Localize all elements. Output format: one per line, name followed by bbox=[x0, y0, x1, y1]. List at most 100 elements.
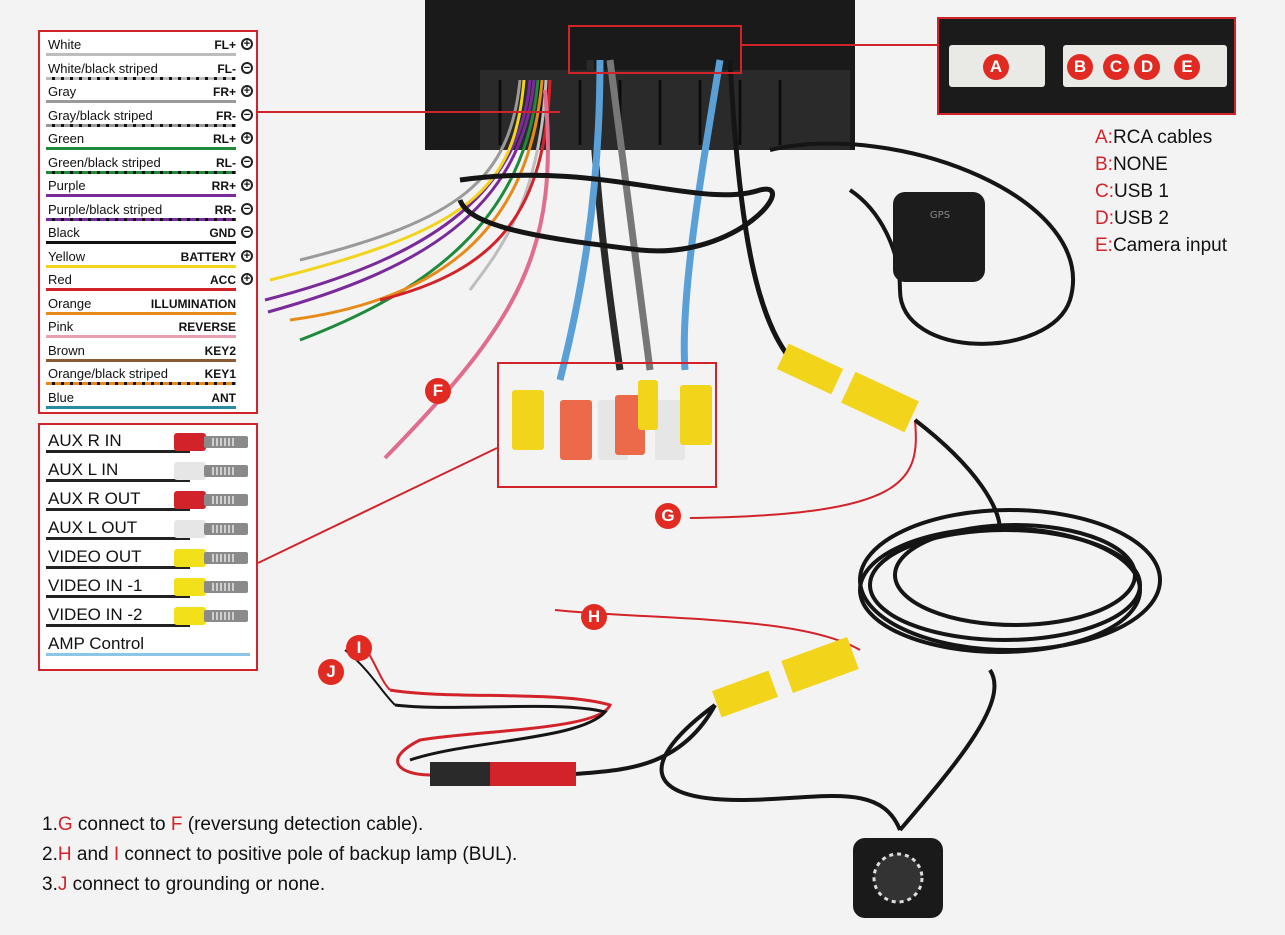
rca-plug-highlight bbox=[497, 362, 717, 488]
wire-color-name: Green bbox=[48, 131, 85, 146]
wire-function: REVERSE bbox=[178, 320, 236, 334]
wire-function: GND bbox=[209, 226, 236, 240]
rca-label: AUX L OUT bbox=[48, 518, 138, 537]
wire-row: Black GND− bbox=[46, 222, 253, 245]
wire-color-name: Black bbox=[48, 225, 80, 240]
note-key: H bbox=[57, 844, 72, 865]
rca-line bbox=[46, 624, 190, 627]
legend-key: C: bbox=[1095, 181, 1114, 202]
note-number: 2. bbox=[42, 844, 58, 865]
legend-item: D:USB 2 bbox=[1095, 208, 1169, 230]
gps-label: GPS bbox=[930, 210, 950, 221]
wire-color-line bbox=[46, 311, 236, 315]
note-key: G bbox=[57, 814, 73, 835]
rca-plug-body bbox=[174, 491, 206, 509]
rca-line bbox=[46, 653, 250, 656]
badge-h: H bbox=[581, 604, 607, 630]
legend-text: Camera input bbox=[1112, 235, 1228, 256]
rca-plug-body bbox=[174, 462, 206, 480]
note-text: connect to bbox=[72, 814, 171, 835]
badge-j: J bbox=[318, 659, 344, 685]
wire-function: FL+ bbox=[214, 38, 236, 52]
wire-function: ANT bbox=[211, 390, 236, 405]
rca-plug-icon bbox=[174, 489, 248, 511]
rca-plug-tail bbox=[204, 610, 248, 622]
wire-row: Red ACC + bbox=[46, 269, 253, 292]
note-key: F bbox=[170, 814, 183, 835]
rca-line bbox=[46, 566, 190, 569]
wire-function: FR- bbox=[216, 108, 236, 123]
rca-plug-body bbox=[174, 578, 206, 596]
rca-plug-icon bbox=[174, 547, 248, 569]
rca-plug-icon bbox=[174, 518, 248, 540]
wire-color-name: Red bbox=[48, 272, 72, 287]
rca-plug-icon bbox=[174, 431, 248, 453]
rca-legend-table: AUX R IN AUX L IN AUX R OUT AUX L OUT VIDEO … bbox=[38, 423, 258, 671]
rca-plug-tail bbox=[204, 436, 248, 448]
wire-color-name: Yellow bbox=[48, 248, 86, 264]
wire-color-name: Orange bbox=[48, 295, 92, 311]
note-line: 3.J connect to grounding or none. bbox=[42, 874, 325, 896]
rca-plug-body bbox=[174, 520, 206, 538]
rca-label: AUX R OUT bbox=[48, 489, 141, 508]
rca-row: VIDEO OUT bbox=[46, 543, 250, 571]
wire-color-line bbox=[46, 264, 236, 268]
legend-item: A:RCA cables bbox=[1095, 127, 1212, 149]
wire-color-name: White bbox=[48, 37, 82, 52]
wire-color-line bbox=[46, 123, 236, 127]
rca-plug-icon bbox=[174, 576, 248, 598]
wire-function: ACC bbox=[210, 273, 236, 287]
wire-color-line bbox=[46, 358, 236, 362]
wire-color-name: Pink bbox=[48, 319, 74, 334]
rca-label: AUX R IN bbox=[48, 431, 122, 450]
note-line: 1.G connect to F (reversung detection ca… bbox=[42, 814, 423, 836]
wire-color-name: Gray bbox=[48, 84, 77, 99]
rca-label: VIDEO IN -2 bbox=[48, 605, 143, 624]
rca-line bbox=[46, 537, 190, 540]
legend-text: NONE bbox=[1112, 154, 1168, 175]
negative-icon: − bbox=[241, 226, 253, 238]
positive-icon: + bbox=[241, 85, 253, 97]
positive-icon: + bbox=[241, 273, 253, 285]
legend-key: A: bbox=[1095, 127, 1113, 148]
wire-function: RL+ bbox=[212, 132, 236, 146]
rca-row: AUX L OUT bbox=[46, 514, 250, 542]
negative-icon: − bbox=[241, 108, 253, 121]
legend-text: RCA cables bbox=[1112, 127, 1213, 148]
note-text: (reversung detection cable). bbox=[182, 814, 424, 835]
wire-color-name: Blue bbox=[48, 389, 75, 405]
wire-color-line bbox=[46, 288, 236, 291]
wire-color-line bbox=[46, 53, 236, 56]
negative-icon: − bbox=[241, 61, 253, 74]
rca-row: AUX L IN bbox=[46, 456, 250, 484]
badge-f: F bbox=[425, 378, 451, 404]
wire-color-name: Gray/black striped bbox=[48, 107, 153, 123]
badge-e: E bbox=[1174, 54, 1200, 80]
connector-panel: A B C D E bbox=[937, 17, 1236, 115]
wire-color-line bbox=[46, 194, 236, 197]
legend-text: USB 1 bbox=[1114, 181, 1169, 202]
badge-b: B bbox=[1067, 54, 1093, 80]
note-number: 3. bbox=[42, 874, 58, 895]
wire-function: RR+ bbox=[211, 179, 236, 193]
negative-icon: − bbox=[241, 155, 253, 168]
wire-function: RR- bbox=[214, 202, 236, 217]
wire-row: Blue ANT bbox=[46, 387, 236, 410]
note-number: 1. bbox=[42, 814, 58, 835]
wire-color-line bbox=[46, 405, 236, 409]
rca-plug-tail bbox=[204, 494, 248, 506]
badge-a: A bbox=[983, 54, 1009, 80]
note-text: connect to positive pole of backup lamp … bbox=[119, 844, 518, 865]
rca-label: AUX L IN bbox=[48, 460, 119, 479]
rca-line bbox=[46, 450, 190, 453]
rca-plug-tail bbox=[204, 523, 248, 535]
wire-color-line bbox=[46, 382, 236, 385]
rca-plug-tail bbox=[204, 465, 248, 477]
